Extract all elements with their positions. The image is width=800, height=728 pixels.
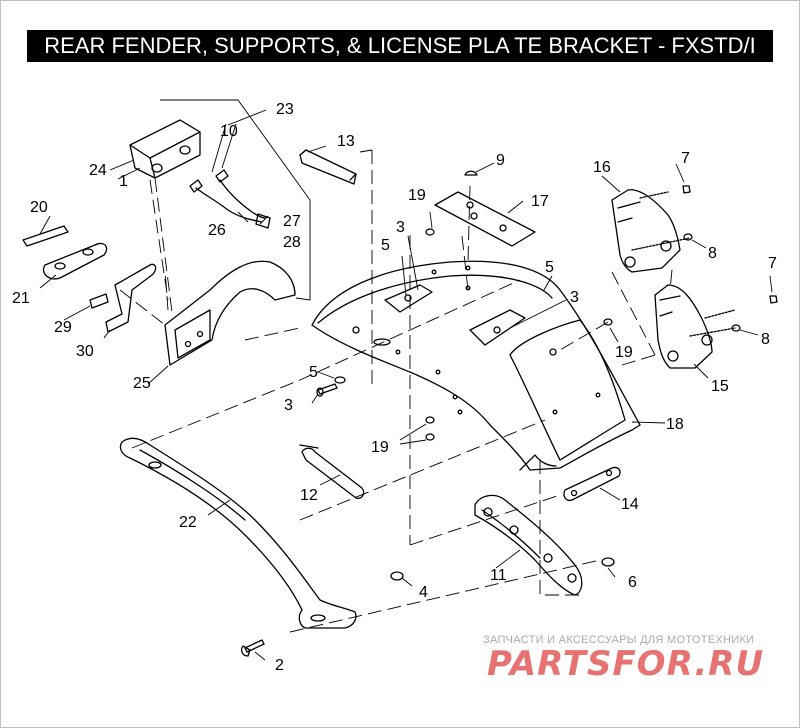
callout-8-upper: 8	[708, 245, 717, 262]
callout-12: 12	[300, 487, 318, 504]
license-plate-part	[563, 466, 621, 502]
diagram-title: REAR FENDER, SUPPORTS, & LICENSE PLA TE …	[27, 30, 773, 62]
callout-24: 24	[89, 162, 107, 179]
callout-13: 13	[337, 133, 355, 150]
callout-5-left: 5	[309, 364, 318, 381]
fender-strut-part	[119, 437, 357, 629]
callout-19-lower: 19	[371, 439, 389, 456]
callout-3-right: 3	[570, 289, 579, 306]
callout-5-right: 5	[545, 259, 554, 276]
callout-29: 29	[54, 319, 72, 336]
callout-7-upper: 7	[681, 150, 690, 167]
callout-labels: 1 2 3 3 3 4 5 5 5 6 7 7 8 8 9 10 11 12 1…	[12, 101, 777, 674]
tail-light-part	[129, 119, 201, 179]
callout-3-upper: 3	[396, 219, 405, 236]
leader-lines	[39, 99, 773, 661]
callout-22: 22	[179, 514, 197, 531]
callout-27: 27	[283, 213, 301, 230]
callout-1: 1	[119, 173, 128, 190]
callout-11: 11	[490, 567, 507, 584]
callout-2: 2	[275, 657, 284, 674]
callout-28: 28	[283, 234, 301, 251]
callout-14: 14	[621, 496, 639, 513]
callout-25: 25	[133, 375, 151, 392]
callout-10: 10	[220, 123, 238, 140]
license-bracket-part	[164, 260, 296, 366]
dashed-alignment-lines	[119, 149, 673, 633]
callout-19-upper: 19	[408, 187, 426, 204]
light-lens-part	[42, 242, 108, 280]
fender-strap-part	[299, 444, 365, 499]
side-plate-upper-part	[611, 189, 681, 273]
callout-8-lower: 8	[761, 331, 770, 348]
callout-5-upper: 5	[381, 237, 390, 254]
callout-9: 9	[496, 152, 505, 169]
watermark-brand: PARTSFOR.RU	[487, 644, 765, 684]
reflector-bar-part	[299, 149, 357, 185]
callout-7-lower: 7	[768, 255, 777, 272]
callout-19-right: 19	[615, 344, 633, 361]
callout-16: 16	[593, 159, 611, 176]
rear-fender-part	[311, 260, 641, 471]
spacer-part	[89, 293, 109, 309]
callout-30: 30	[76, 343, 94, 360]
fasteners	[241, 170, 778, 657]
callout-18: 18	[666, 416, 684, 433]
wiring-harness-part	[189, 169, 271, 229]
callout-21: 21	[12, 290, 30, 307]
callout-15: 15	[711, 378, 729, 395]
reflector-part	[22, 225, 69, 247]
mount-plate-part	[105, 263, 157, 333]
bracket-plate-part	[434, 191, 536, 247]
side-plate-lower-part	[654, 284, 713, 369]
callout-23: 23	[276, 101, 294, 118]
callout-3-left: 3	[284, 397, 293, 414]
callout-6: 6	[628, 574, 637, 591]
callout-4: 4	[419, 584, 428, 601]
callout-26: 26	[208, 222, 226, 239]
callout-17: 17	[531, 193, 549, 210]
watermark-subtitle: ЗАПЧАСТИ И АКСЕССУАРЫ ДЛЯ МОТОТЕХНИКИ	[483, 634, 755, 646]
fender-support-part	[474, 494, 583, 596]
callout-20: 20	[30, 199, 48, 216]
